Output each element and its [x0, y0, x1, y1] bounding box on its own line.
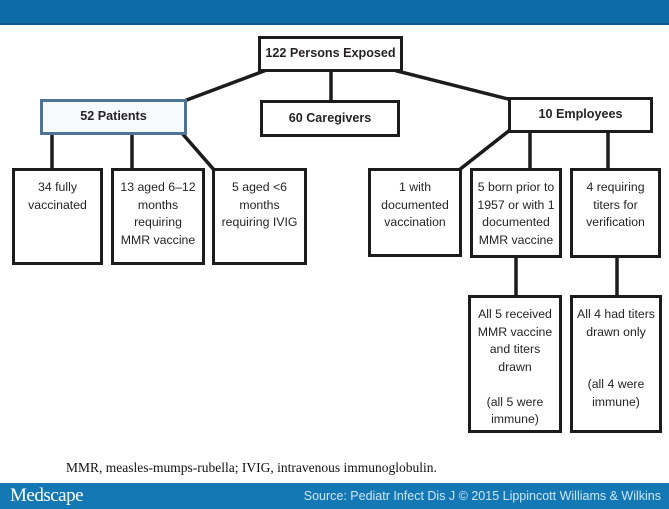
node-all-5-received-mmr: All 5 received MMR vaccine and titers dr… [468, 295, 562, 433]
bottom-banner-bar: Medscape Source: Pediatr Infect Dis J © … [0, 483, 669, 509]
node-122-persons-exposed: 122 Persons Exposed [258, 36, 403, 72]
node-34-fully-vaccinated: 34 fully vaccinated [12, 168, 103, 265]
node-52-patients: 52 Patients [40, 99, 187, 135]
top-banner-bar [0, 0, 669, 25]
node-10-employees: 10 Employees [508, 97, 653, 133]
node-all-4-titers-drawn: All 4 had titers drawn only (all 4 were … [570, 295, 662, 433]
node-1-documented-vaccination: 1 with documented vaccination [368, 168, 462, 257]
node-60-caregivers: 60 Caregivers [260, 100, 400, 137]
node-4-requiring-titers: 4 requiring titers for verification [570, 168, 661, 258]
node-5-aged-under-6-months: 5 aged <6 months requiring IVIG [212, 168, 307, 265]
source-credit: Source: Pediatr Infect Dis J © 2015 Lipp… [303, 489, 661, 503]
node-13-aged-6-12-months: 13 aged 6–12 months requiring MMR vaccin… [111, 168, 205, 265]
abbreviation-note: MMR, measles-mumps-rubella; IVIG, intrav… [66, 460, 437, 475]
medscape-logo: Medscape [10, 485, 84, 506]
node-5-born-prior-1957: 5 born prior to 1957 or with 1 documente… [470, 168, 562, 258]
